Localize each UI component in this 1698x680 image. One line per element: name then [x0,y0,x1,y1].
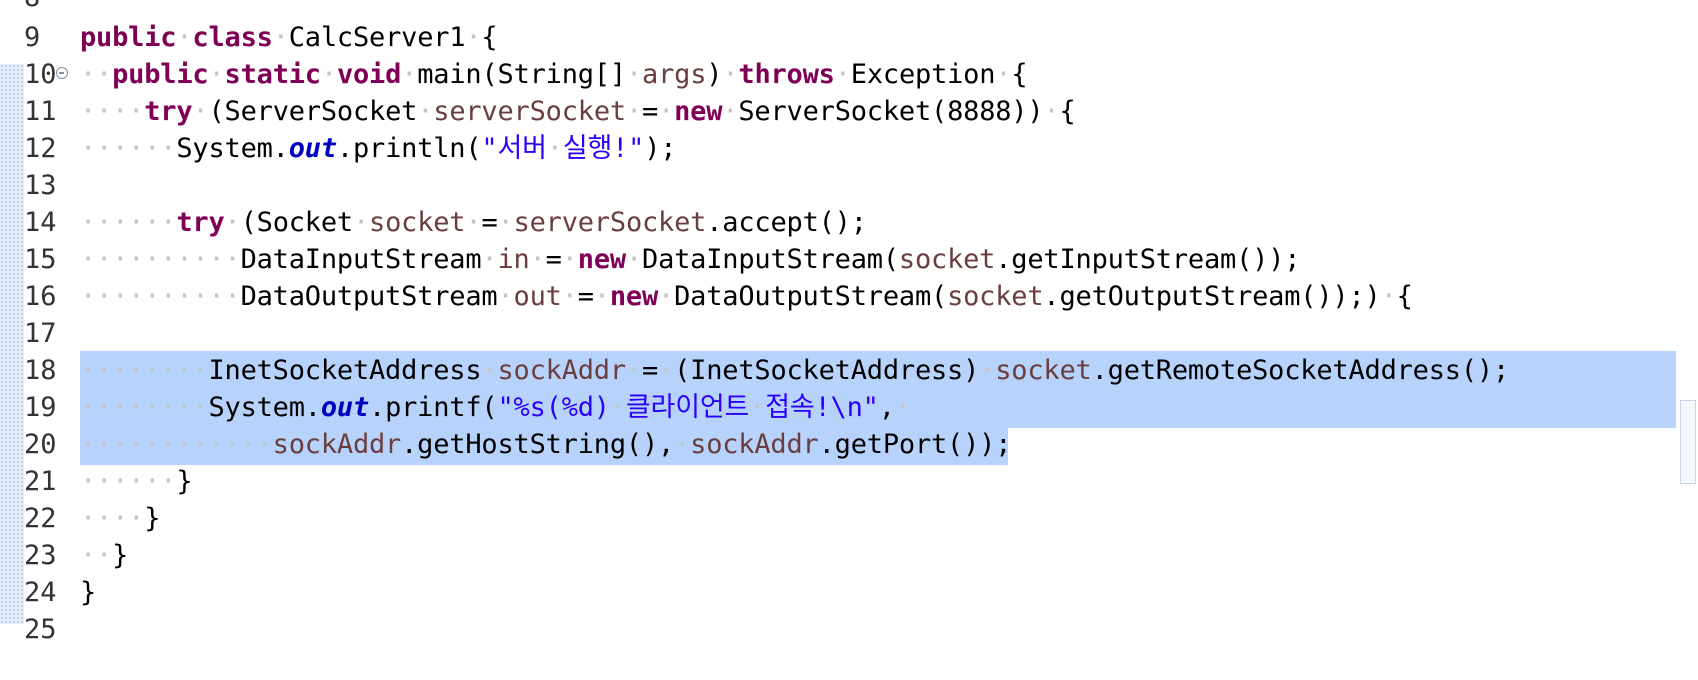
change-history-ruler [0,64,24,624]
line-number: 14 [24,207,57,238]
code-line[interactable]: 12 ······System.out.println("서버·실행!"); [0,129,1698,169]
line-number: 15 [24,244,57,275]
code-text: ······System.out.println("서버·실행!"); [80,133,677,164]
code-text: ······} [80,466,193,497]
code-line-selected[interactable]: 19 ········System.out.printf("%s(%d)·클라이… [0,388,1698,428]
line-number: 21 [24,466,57,497]
code-line[interactable]: 23 ··} [0,536,1698,576]
code-text: ····try·(ServerSocket·serverSocket·=·new… [80,96,1076,127]
selection-highlight [80,425,1008,465]
code-line[interactable]: 11 ····try·(ServerSocket·serverSocket·=·… [0,92,1698,132]
code-text: ······try·(Socket·socket·=·serverSocket.… [80,207,867,238]
code-text: } [80,577,97,608]
code-line[interactable]: 8 [0,0,1698,18]
line-number: 20 [24,429,57,460]
line-number: 13 [24,170,57,201]
code-text: ········System.out.printf("%s(%d)·클라이언트·… [80,392,911,423]
code-text: ··public·static·void·main(String[]·args)… [80,59,1028,90]
line-number: 9 [24,22,41,53]
line-number: 16 [24,281,57,312]
code-line[interactable]: 13 [0,166,1698,206]
code-line-selected[interactable]: 20 ············sockAddr.getHostString(),… [0,425,1698,465]
code-line[interactable]: 9 public·class·CalcServer1·{ [0,18,1698,58]
code-text: ··········DataOutputStream·out·=·new·Dat… [80,281,1413,312]
code-text: ··} [80,540,129,571]
line-number: 18 [24,355,57,386]
code-text: ····} [80,503,161,534]
line-number: 24 [24,577,57,608]
line-number: 11 [24,96,57,127]
code-line[interactable]: 15 ··········DataInputStream·in·=·new·Da… [0,240,1698,280]
selection-highlight [80,388,1676,428]
code-line[interactable]: 24 } [0,573,1698,613]
line-number: 22 [24,503,57,534]
code-text: public·class·CalcServer1·{ [80,22,498,53]
code-line-selected[interactable]: 18 ········InetSocketAddress·sockAddr·=·… [0,351,1698,391]
line-number: 8 [24,0,58,18]
line-number: 19 [24,392,57,423]
code-line[interactable]: 22 ····} [0,499,1698,539]
code-text: ············sockAddr.getHostString(),·so… [80,429,1012,460]
fold-collapse-icon[interactable] [56,67,68,79]
line-number: 12 [24,133,57,164]
line-number: 10 [24,59,57,90]
code-line[interactable]: 21 ······} [0,462,1698,502]
code-text: ··········DataInputStream·in·=·new·DataI… [80,244,1301,275]
line-number: 25 [24,614,57,645]
selection-highlight [80,351,1676,391]
code-line[interactable]: 17 [0,314,1698,354]
code-text: ········InetSocketAddress·sockAddr·=·(In… [80,355,1510,386]
code-line[interactable]: 25 [0,610,1698,650]
code-line[interactable]: 16 ··········DataOutputStream·out·=·new·… [0,277,1698,317]
code-line[interactable]: 14 ······try·(Socket·socket·=·serverSock… [0,203,1698,243]
line-number: 23 [24,540,57,571]
line-number: 17 [24,318,57,349]
overview-ruler-selection-marker[interactable] [1680,400,1696,484]
code-line[interactable]: 10 ··public·static·void·main(String[]·ar… [0,55,1698,95]
